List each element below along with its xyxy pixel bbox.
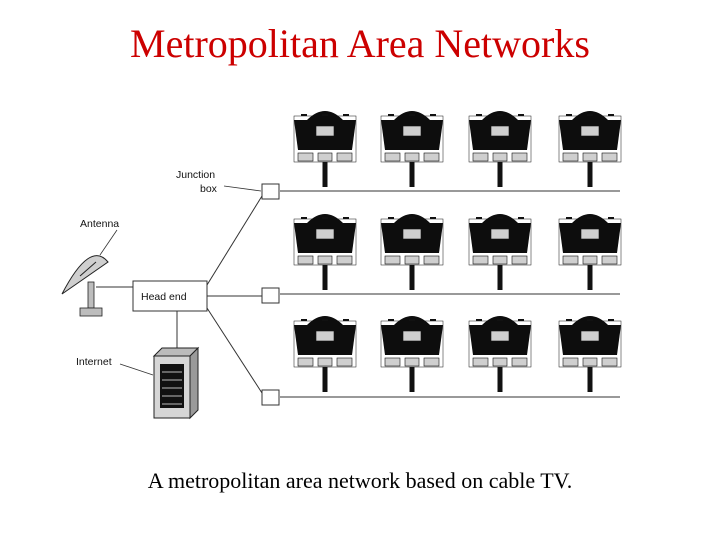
house-icon	[293, 213, 357, 291]
slide-title: Metropolitan Area Networks	[130, 21, 590, 66]
label-leader-lines	[99, 185, 262, 376]
house-icon	[380, 213, 444, 291]
junction-box-icon	[261, 389, 280, 406]
junction-leader	[223, 185, 262, 192]
internet-leader	[119, 363, 154, 376]
house-icon	[380, 315, 444, 393]
junction-box-icon	[261, 287, 280, 304]
house-row-1	[293, 110, 622, 188]
house-icon	[468, 213, 532, 291]
server-rack-icon	[152, 346, 200, 420]
house-icon	[468, 110, 532, 188]
head-end-box	[132, 280, 208, 312]
house-row-3	[293, 315, 622, 393]
antenna-leader	[99, 229, 118, 256]
head-end-link-top	[206, 195, 263, 286]
label-antenna: Antenna	[80, 218, 119, 230]
house-icon	[558, 315, 622, 393]
house-icon	[468, 315, 532, 393]
label-junction-line1: Junction	[176, 169, 215, 181]
house-row-2	[293, 213, 622, 291]
junction-boxes	[261, 183, 280, 406]
house-icon	[558, 110, 622, 188]
slide-caption: A metropolitan area network based on cab…	[147, 468, 573, 493]
label-junction-line2: box	[200, 183, 218, 195]
head-end-link-bottom	[206, 307, 263, 394]
junction-box-icon	[261, 183, 280, 200]
house-icon	[293, 315, 357, 393]
house-icon	[293, 110, 357, 188]
label-head-end: Head end	[141, 291, 187, 303]
satellite-dish-icon	[61, 255, 109, 317]
house-grid	[293, 110, 622, 393]
label-internet: Internet	[76, 356, 112, 368]
house-icon	[558, 213, 622, 291]
cable-lines	[96, 190, 620, 398]
house-icon	[380, 110, 444, 188]
